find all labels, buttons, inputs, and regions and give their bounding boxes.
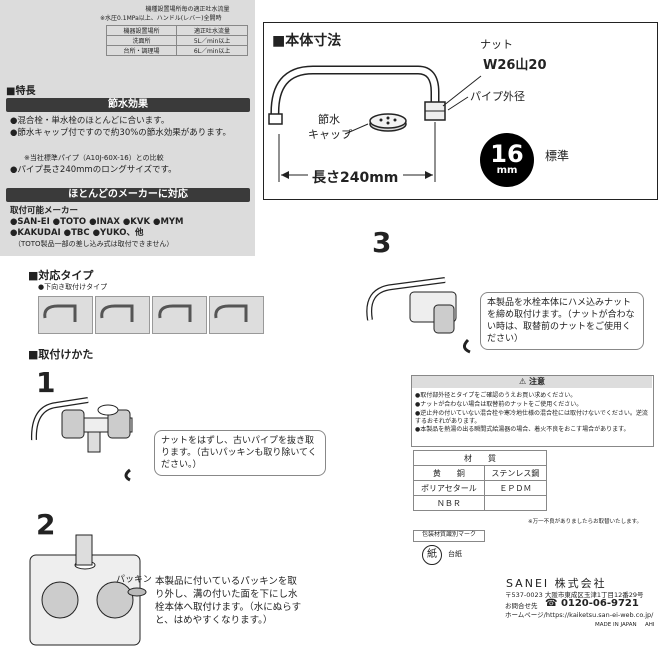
material-cell: ポリアセタール <box>413 480 485 496</box>
step-1-number: 1 <box>36 366 56 399</box>
diameter-number: 16 <box>490 140 524 168</box>
features-heading: ■特長 <box>6 86 36 97</box>
packaging-title: 包装材質識別マーク <box>413 530 485 542</box>
type-image-4 <box>209 296 264 334</box>
dimensions-box <box>263 22 658 200</box>
phone-number: ☎ 0120-06-9721 <box>545 598 639 609</box>
flow-row-place: 台所・調理場 <box>105 45 178 56</box>
company-web: ホームページ/https://kaiketsu.san-ei-web.co.jp… <box>505 611 654 619</box>
materials-header-1: 材 <box>464 453 472 463</box>
step-2-text: 本製品に付いているパッキンを取り外し、溝の付いた面を下にし水栓本体へ取付けます。… <box>155 576 302 626</box>
cap-label-1: 節水 <box>318 113 340 126</box>
material-cell: 黄 銅 <box>413 465 485 481</box>
pipe-drawing <box>268 65 534 187</box>
pipe-diameter-label: パイプ外径 <box>470 90 525 103</box>
type-image-1 <box>38 296 93 334</box>
phone-value: 0120-06-9721 <box>560 598 639 609</box>
caution-line: ●ナットが合わない場合は取替前のナットをご使用ください。 <box>415 401 583 408</box>
makers-list-1: ●SAN-EI ●TOTO ●INAX ●KVK ●MYM <box>10 217 184 227</box>
step-3-text: 本製品を水栓本体にハメ込みナットを締め取付けます。（ナットが合わない時は、取替前… <box>480 292 644 350</box>
made-in: MADE IN JAPAN <box>595 622 637 628</box>
cap-label-2: キャップ <box>308 128 352 141</box>
diameter-unit: mm <box>496 165 518 176</box>
caution-line: ●逆止弁の付いていない混合栓や寒冷地仕様の混合栓には取付けないでください。逆流す… <box>415 410 648 425</box>
water-saving-bar: 節水効果 <box>6 98 250 112</box>
makers-label: 取付可能メーカー <box>10 206 79 216</box>
makers-note: （TOTO製品一部の差し込み式は取付できません） <box>14 240 174 248</box>
install-heading: ■取付けかた <box>28 348 94 361</box>
material-cell <box>483 495 548 511</box>
defect-note: ※万一不良がありましたらお取替いたします。 <box>528 519 643 525</box>
material-cell: ＥＰＤＭ <box>483 480 548 496</box>
types-heading: ■対応タイプ <box>28 269 94 282</box>
caution-line: ●本製品を熱湯の出る瞬間式給湯器の場合、着火不良をおこす場合があります。 <box>415 426 630 433</box>
thread-label: W26山20 <box>483 58 547 73</box>
flow-row-rate: 6L／min以上 <box>176 45 248 56</box>
paper-mark-icon: 紙 <box>422 545 442 565</box>
contact-label: お問合せ先 <box>505 602 538 610</box>
materials-table: 材 質 黄 銅 ステンレス鋼 ポリアセタール ＥＰＤＭ ＮＢＲ <box>413 450 548 511</box>
type-image-2 <box>95 296 150 334</box>
warning-icon: ⚠ <box>519 377 529 386</box>
step-3-number: 3 <box>372 226 392 259</box>
company-address: 〒537-0023 大阪市東成区玉津1丁目12番29号 <box>505 591 644 599</box>
material-cell: ステンレス鋼 <box>483 465 548 481</box>
standard-label: 標準 <box>545 149 570 163</box>
flow-table-note: ※水圧0.1MPa以上、ハンドル(レバー)全開時 <box>100 15 222 22</box>
product-code: AHI <box>645 622 655 628</box>
makers-list-2: ●KAKUDAI ●TBC ●YUKO、他 <box>10 228 144 238</box>
nut-label: ナット <box>480 38 513 51</box>
step-1-text: ナットをはずし、古いパイプを抜き取ります。（古いパッキンも取り除いてください。） <box>154 430 326 476</box>
flow-table-title: 機種設置場所毎の適正吐水流量 <box>145 6 230 13</box>
dimensions-heading: ■本体寸法 <box>272 33 342 49</box>
makers-bar: ほとんどのメーカーに対応 <box>6 188 250 202</box>
feature-item: ●節水キャップ付ですので約30%の節水効果があります。 <box>10 128 231 138</box>
feature-item: ●パイプ長さ240mmのロングサイズです。 <box>10 165 177 175</box>
materials-header-2: 質 <box>488 453 496 463</box>
caution-title: 注意 <box>528 377 545 386</box>
packaging-mark: 紙 <box>427 549 437 560</box>
materials-header: 材 質 <box>413 450 547 466</box>
feature-note: ※当社標準パイプ（A10J-60X-16）との比較 <box>24 154 164 162</box>
packaging-label: 台紙 <box>448 550 462 558</box>
step-2-number: 2 <box>36 508 56 541</box>
caution-line: ●取付部外径とタイプをご確認のうえお買い求めください。 <box>415 392 577 399</box>
types-sub: ●下向き取付けタイプ <box>38 283 108 291</box>
feature-item: ●混合栓・単水栓のほとんどに合います。 <box>10 116 170 126</box>
material-cell: ＮＢＲ <box>413 495 485 511</box>
flow-table: 機器設置場所 適正吐水流量 洗面所 5L／min以上 台所・調理場 6L／min… <box>105 25 248 56</box>
caution-box <box>411 375 654 447</box>
company-name: SANEI 株式会社 <box>506 577 607 590</box>
length-label: 長さ240mm <box>312 170 399 186</box>
caution-header: ⚠ 注意 <box>412 376 652 388</box>
packing-label: パッキン <box>116 575 152 585</box>
